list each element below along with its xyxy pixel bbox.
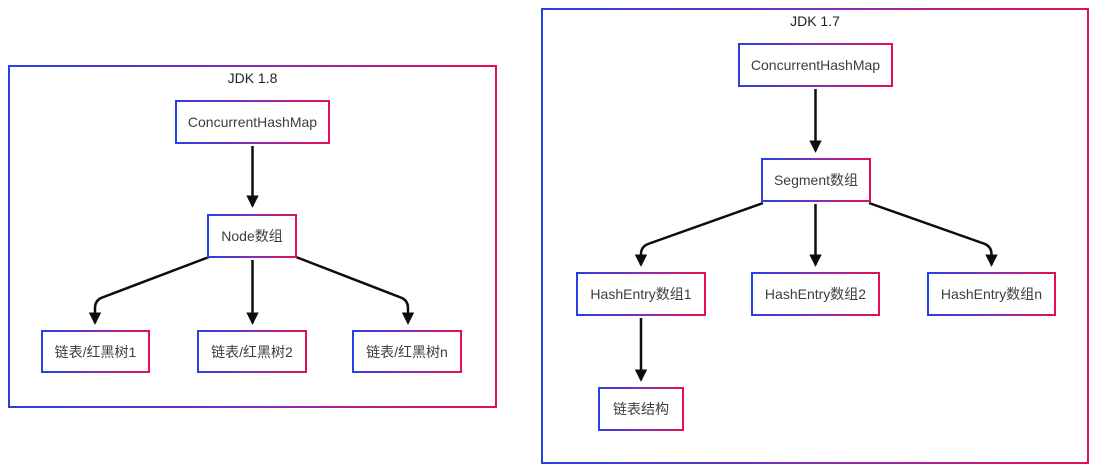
node-jdk18-bucket-2: 链表/红黑树2 xyxy=(197,330,307,373)
node-jdk18-node-array: Node数组 xyxy=(207,214,297,258)
node-jdk17-hashentry-1: HashEntry数组1 xyxy=(576,272,706,316)
panel-jdk17-title: JDK 1.7 xyxy=(790,13,840,29)
node-jdk17-concurrenthashmap: ConcurrentHashMap xyxy=(738,43,893,87)
panel-jdk18-title: JDK 1.8 xyxy=(227,70,278,86)
node-jdk17-hashentry-n: HashEntry数组n xyxy=(927,272,1056,316)
node-jdk18-bucket-1: 链表/红黑树1 xyxy=(41,330,150,373)
node-jdk18-bucket-n: 链表/红黑树n xyxy=(352,330,462,373)
node-jdk17-hashentry-2: HashEntry数组2 xyxy=(751,272,880,316)
node-jdk18-concurrenthashmap: ConcurrentHashMap xyxy=(175,100,330,144)
node-jdk17-segment-array: Segment数组 xyxy=(761,158,871,202)
node-jdk17-linked-list: 链表结构 xyxy=(598,387,684,431)
